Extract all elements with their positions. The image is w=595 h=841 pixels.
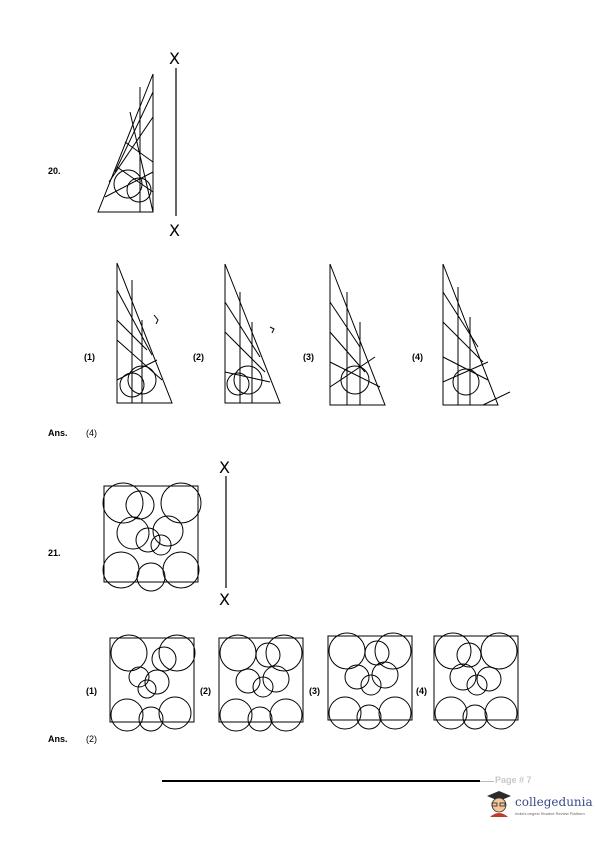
answer-value: (2) xyxy=(86,734,97,744)
mirror-line-label-top: X xyxy=(169,49,180,68)
option-1-figure xyxy=(109,634,196,732)
question-figure-circles xyxy=(102,482,202,592)
answer-label: Ans. xyxy=(48,428,68,438)
option-4-figure xyxy=(442,263,511,406)
option-1-figure xyxy=(116,262,173,404)
collegedunia-logo-icon xyxy=(487,791,511,817)
question-number: 20. xyxy=(48,166,61,176)
mirror-line-label-top: X xyxy=(219,458,230,477)
option-2-figure xyxy=(224,263,281,404)
option-2-figure xyxy=(218,634,304,732)
mirror-line-label-bottom: X xyxy=(219,590,230,609)
question-number: 21. xyxy=(48,548,61,558)
option-label: (4) xyxy=(412,352,423,362)
brand-tagline: India's largest Student Review Platform xyxy=(515,811,585,816)
option-label: (3) xyxy=(303,352,314,362)
option-label: (2) xyxy=(193,352,204,362)
answer-label: Ans. xyxy=(48,734,68,744)
footer-rule xyxy=(162,780,480,782)
mirror-line-label-bottom: X xyxy=(169,221,180,240)
option-label: (2) xyxy=(200,686,211,696)
option-label: (4) xyxy=(416,686,427,696)
option-3-figure xyxy=(329,263,386,406)
option-label: (1) xyxy=(84,352,95,362)
option-label: (1) xyxy=(86,686,97,696)
footer-rule-grey xyxy=(480,781,494,782)
answer-value: (4) xyxy=(86,428,97,438)
brand-name: collegedunia xyxy=(515,795,593,809)
question-figure-triangle xyxy=(97,73,154,213)
mirror-line xyxy=(175,68,177,216)
mirror-line xyxy=(225,476,227,588)
option-label: (3) xyxy=(309,686,320,696)
page-number: Page # 7 xyxy=(495,775,532,785)
option-4-figure xyxy=(433,632,519,730)
option-3-figure xyxy=(327,632,413,730)
